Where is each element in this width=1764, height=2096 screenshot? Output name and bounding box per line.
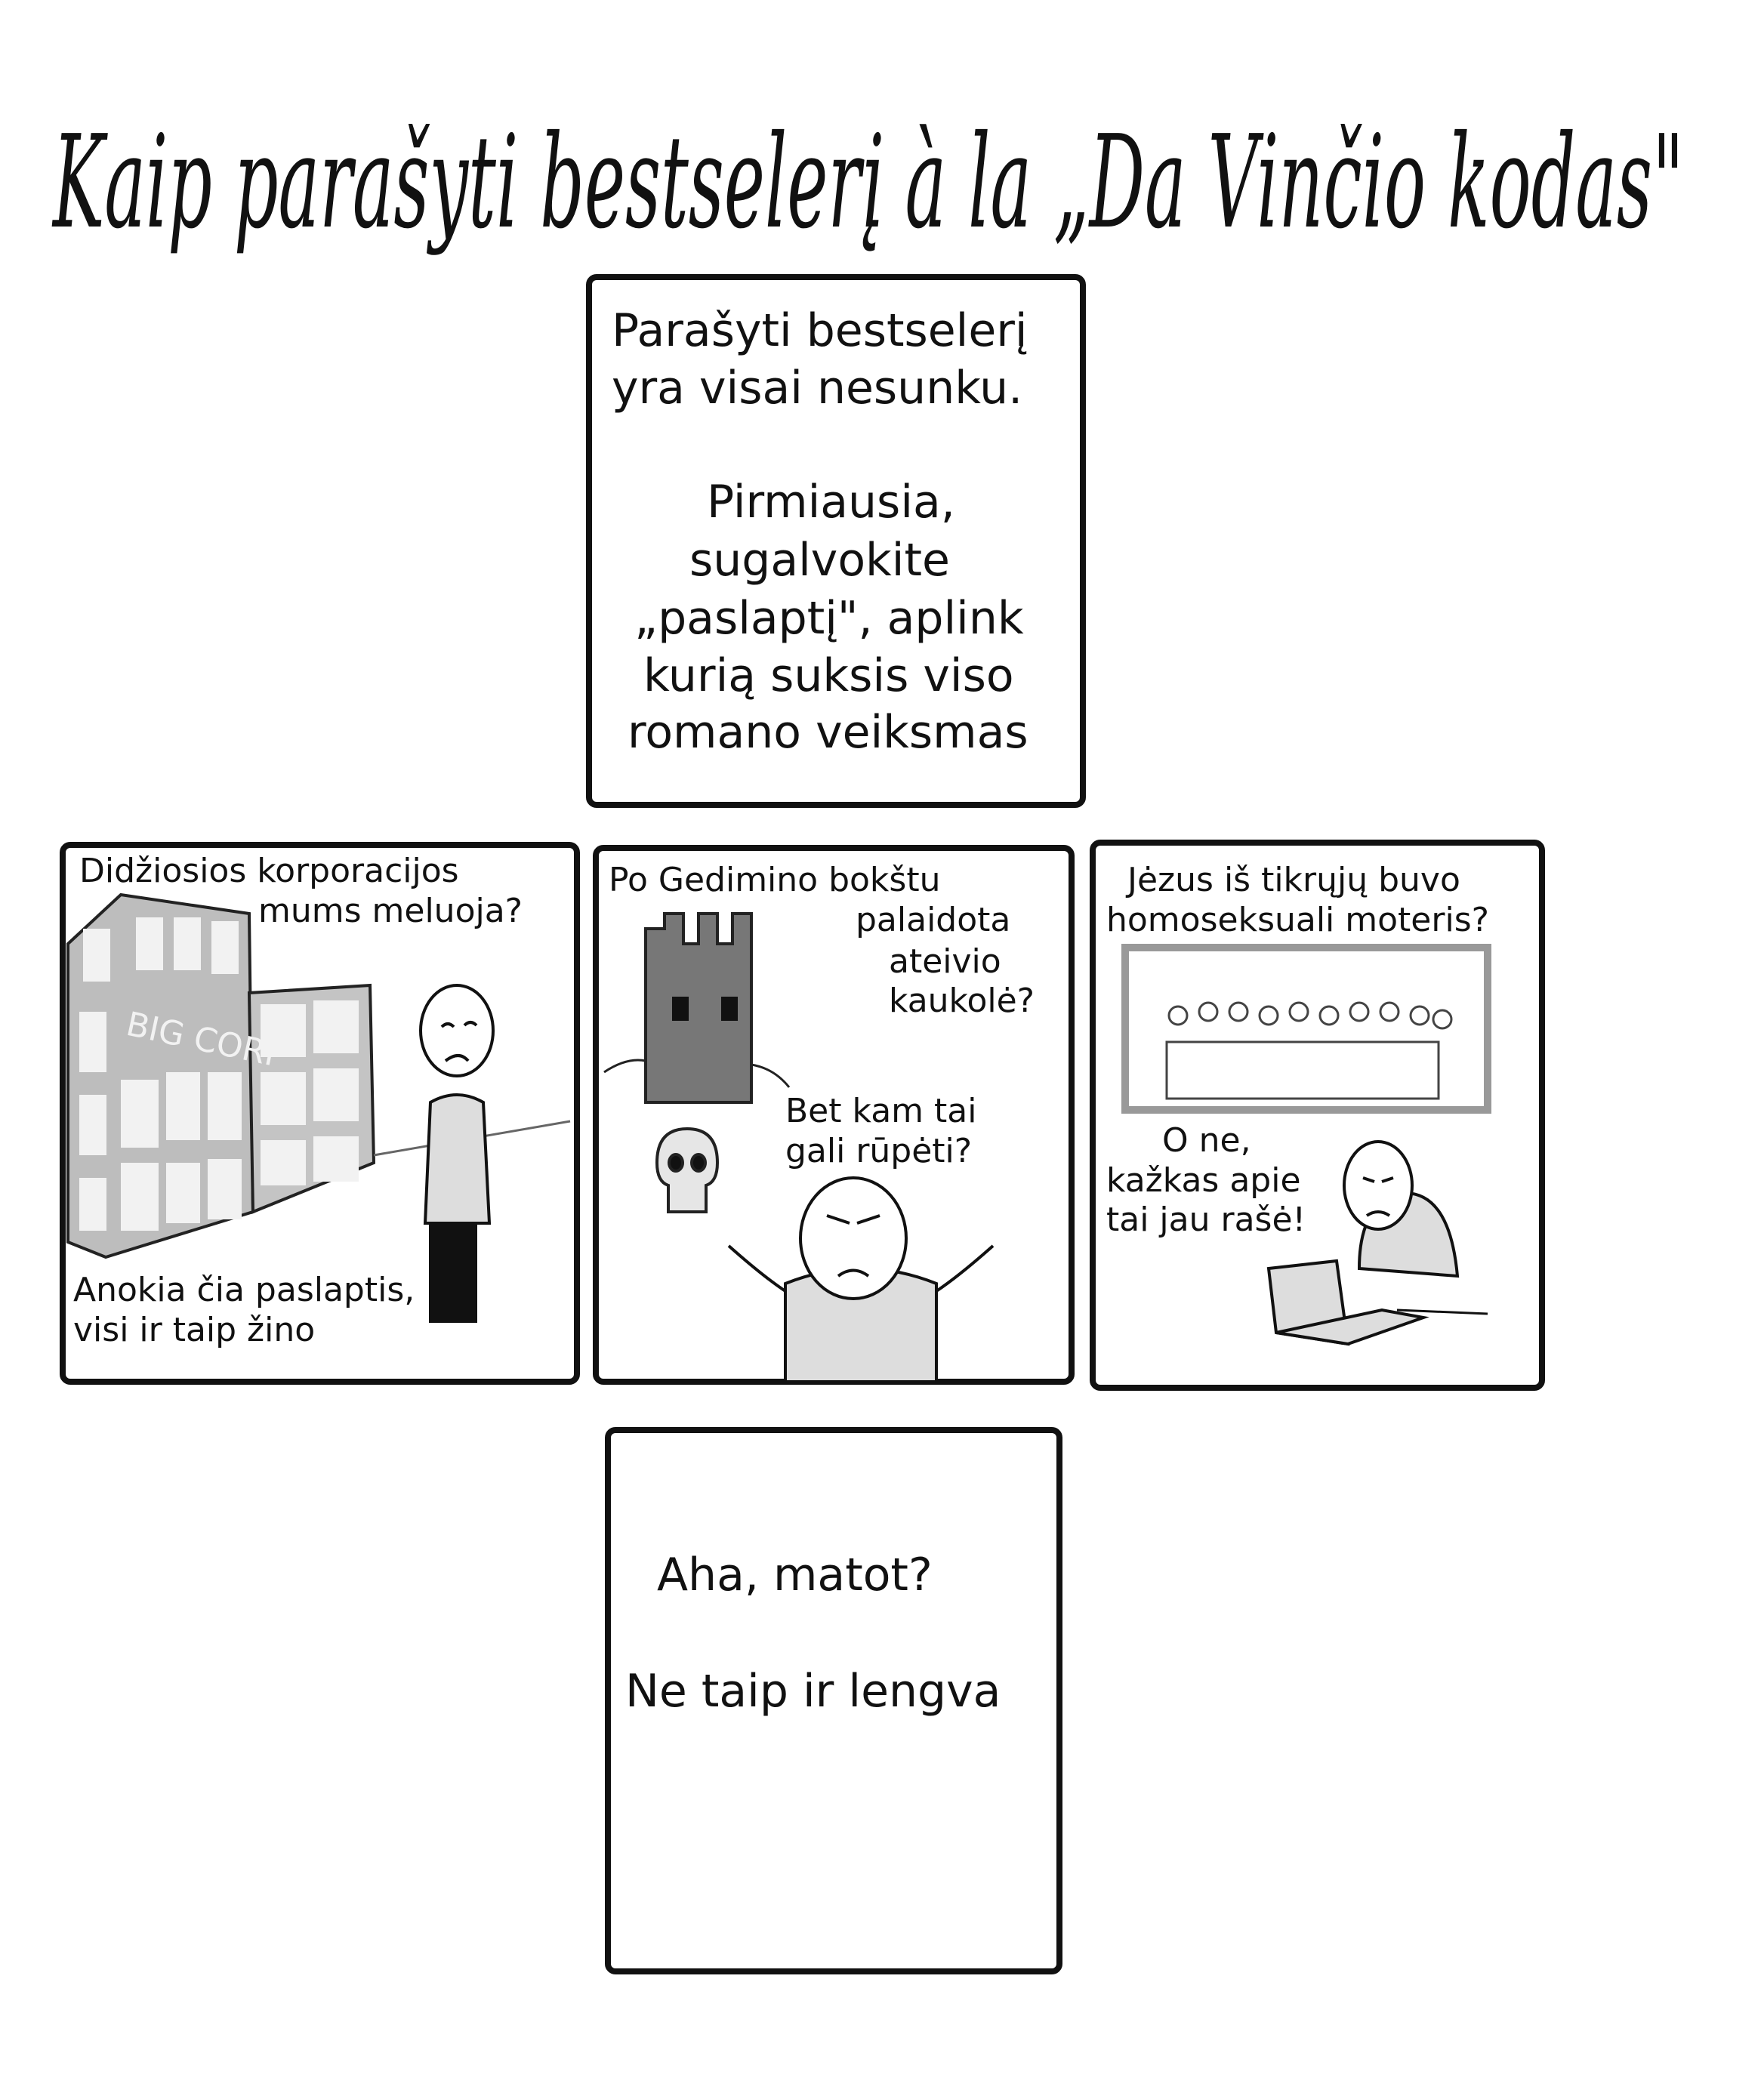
intro-line: Parašyti bestselerį: [612, 304, 1028, 357]
panel-intro: [586, 274, 1086, 808]
final-line: Ne taip ir lengva: [625, 1665, 1001, 1718]
shrugging-person: [727, 1176, 995, 1383]
intro-line: romano veiksmas: [628, 706, 1028, 759]
corporations-answer: visi ir taip žino: [73, 1311, 316, 1349]
corporations-answer: Anokia čia paslaptis,: [73, 1271, 415, 1309]
intro-line: yra visai nesunku.: [612, 362, 1023, 415]
jesus-answer: tai jau rašė!: [1106, 1201, 1306, 1239]
comic-title: Kaip parašyti bestselerį à la „Da Vinčio…: [51, 108, 1684, 257]
gediminas-tower: [603, 912, 791, 1104]
jesus-answer: O ne,: [1162, 1121, 1251, 1160]
intro-line: Pirmiausia,: [707, 476, 955, 529]
tower-question: palaidota: [856, 901, 1011, 939]
jesus-answer: kažkas apie: [1106, 1161, 1301, 1200]
tower-question: Po Gedimino bokštu: [609, 861, 941, 899]
final-line: Aha, matot?: [657, 1549, 933, 1601]
big-corp-building: BIG CORP: [66, 892, 376, 1259]
jesus-question: homoseksuali moteris?: [1106, 901, 1489, 939]
corporations-question: mums meluoja?: [258, 892, 523, 930]
person-with-laptop: [1266, 1140, 1488, 1346]
panel-final: [605, 1427, 1062, 1974]
person-standing: [419, 984, 495, 1323]
tower-answer: Bet kam tai: [785, 1092, 977, 1130]
intro-line: kurią suksis viso: [643, 649, 1014, 702]
last-supper-painting: [1121, 944, 1491, 1114]
tower-question: kaukolė?: [889, 982, 1035, 1020]
corporations-question: Didžiosios korporacijos: [79, 852, 459, 890]
tower-question: ateivio: [889, 942, 1001, 981]
title-text: Kaip parašyti bestselerį à la „Da Vinčio…: [51, 108, 1684, 257]
skull-icon: [655, 1127, 720, 1213]
intro-line: „paslaptį", aplink: [634, 592, 1024, 645]
tower-answer: gali rūpėti?: [785, 1132, 973, 1170]
jesus-question: Jėzus iš tikrųjų buvo: [1127, 861, 1460, 899]
intro-line: sugalvokite: [689, 534, 950, 587]
